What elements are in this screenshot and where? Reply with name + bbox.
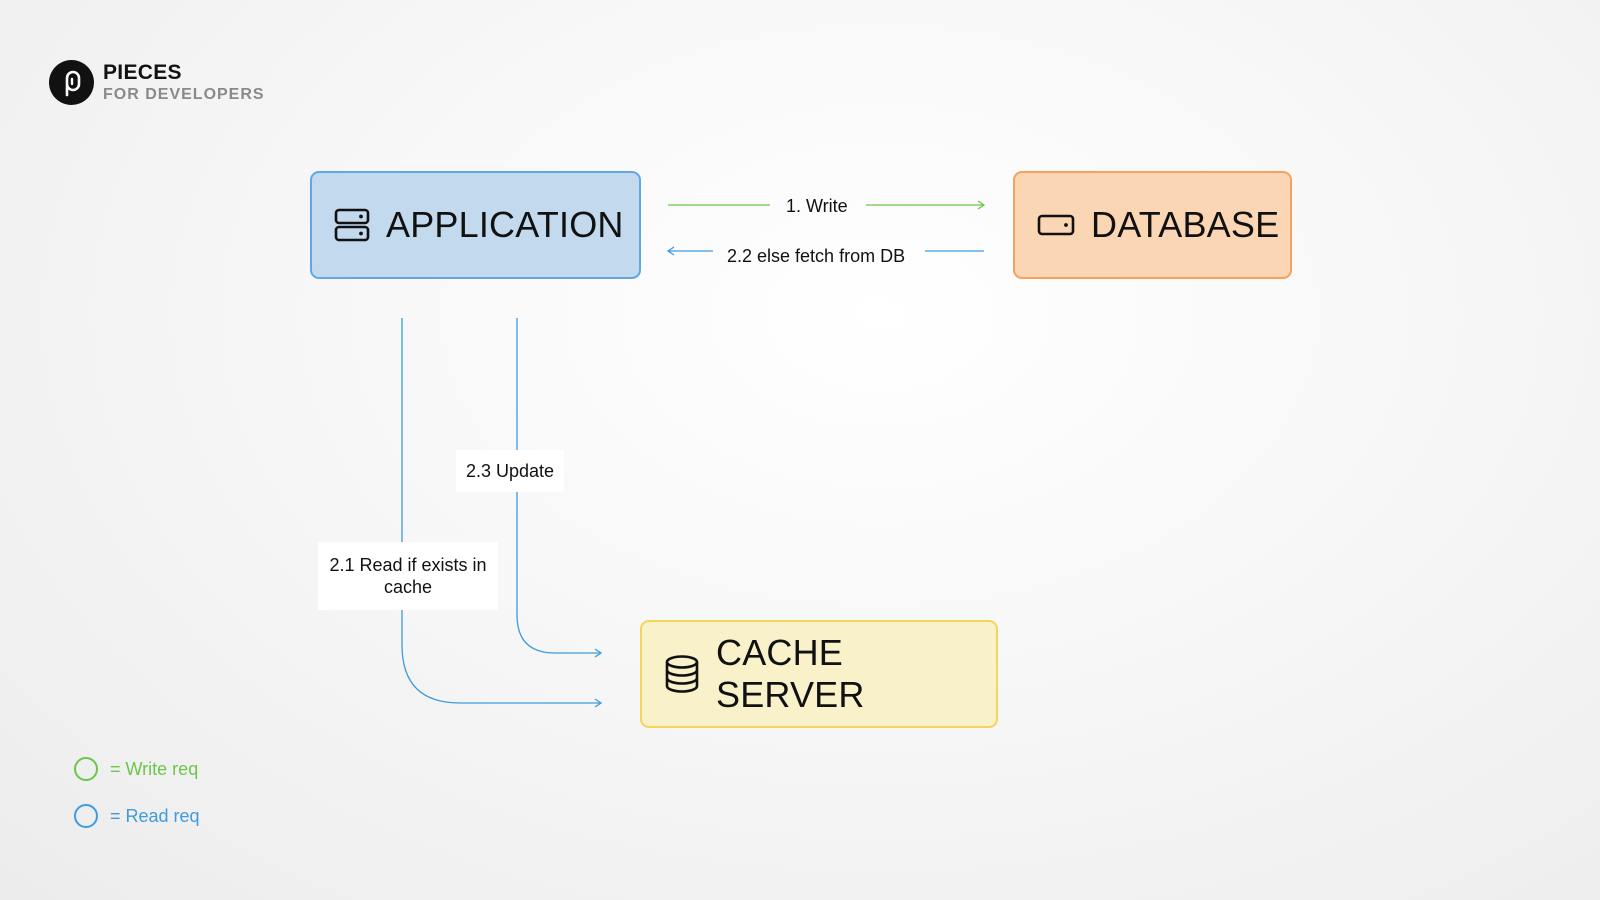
cache-server-label: CACHE SERVER (716, 632, 865, 715)
legend-read-label: = Read req (110, 805, 200, 826)
legend-write-label: = Write req (110, 758, 199, 779)
legend-write-item: = Write req (74, 757, 198, 781)
fetch-edge-label: 2.2 else fetch from DB (727, 246, 906, 266)
read-arrowhead (594, 698, 603, 708)
logo-subtitle: FOR DEVELOPERS (103, 86, 265, 103)
read-edge (401, 318, 601, 704)
write-arrowhead (977, 200, 986, 210)
read-edge-label: 2.1 Read if exists in cache (318, 542, 498, 610)
database-node: DATABASE (1013, 171, 1292, 279)
fetch-arrowhead (666, 246, 675, 256)
legend-read-circle (74, 804, 98, 828)
logo-title: PIECES (103, 61, 182, 84)
update-arrowhead (594, 648, 603, 658)
update-edge (516, 318, 601, 654)
cache-server-node: CACHE SERVER (640, 620, 998, 728)
legend-write-circle (74, 757, 98, 781)
pieces-logo-icon (49, 60, 94, 105)
legend-read-item: = Read req (74, 804, 200, 828)
database-stack-icon (664, 655, 700, 693)
database-label: DATABASE (1091, 204, 1280, 245)
write-edge-label: 1. Write (786, 196, 848, 216)
application-node: APPLICATION (310, 171, 641, 279)
update-edge-label: 2.3 Update (456, 450, 565, 492)
hard-drive-icon (1037, 213, 1075, 237)
server-icon (334, 208, 370, 242)
application-label: APPLICATION (386, 204, 624, 245)
pieces-logo: PIECES FOR DEVELOPERS (49, 60, 265, 105)
